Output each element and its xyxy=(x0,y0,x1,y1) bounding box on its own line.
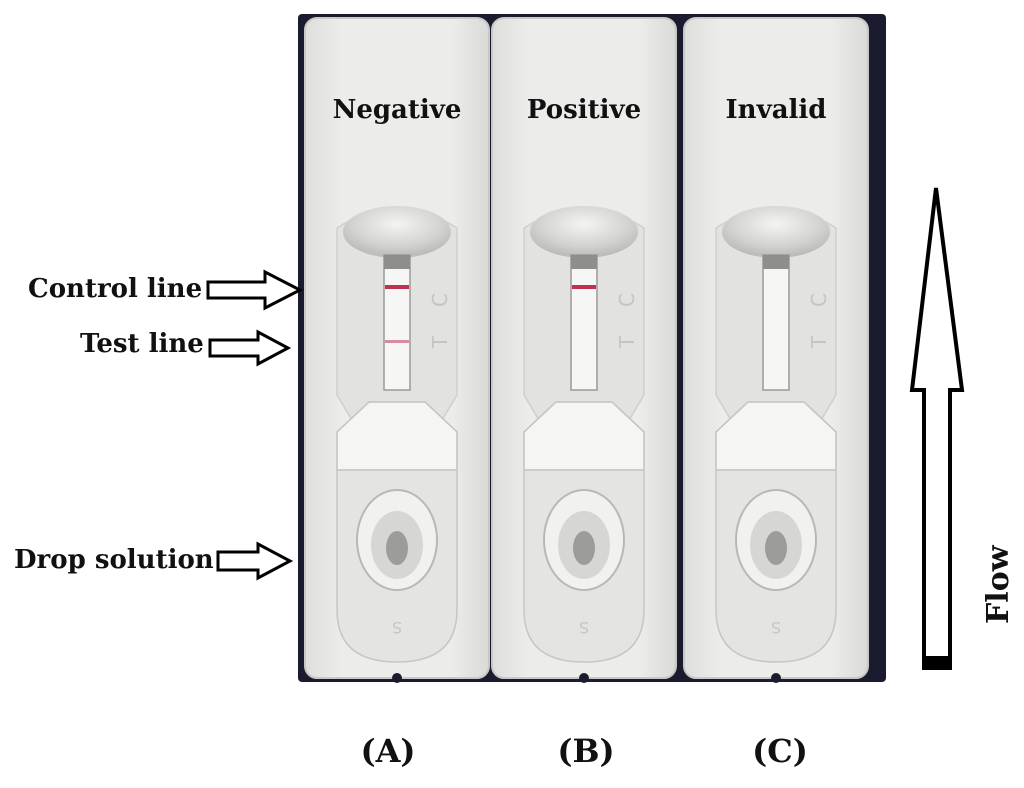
well-mark-letter: S xyxy=(579,618,589,637)
cassette-title: Positive xyxy=(527,95,641,125)
test-line-mark xyxy=(385,340,409,343)
test-mark-letter: T xyxy=(615,335,639,349)
control-mark-letter: C xyxy=(428,293,452,307)
control-line-mark xyxy=(385,285,409,289)
drop-solution-label: Drop solution xyxy=(14,545,214,575)
well-mark-letter: S xyxy=(392,618,402,637)
cassette-caption: (B) xyxy=(557,732,614,770)
window-top-shadow xyxy=(571,255,597,269)
cassette-notch xyxy=(771,673,781,683)
window-top-shadow xyxy=(763,255,789,269)
drop-solution-arrow xyxy=(216,541,294,581)
test-line-label: Test line xyxy=(80,329,204,359)
callout-drop-solution: Drop solution xyxy=(14,541,294,581)
well-mark-letter: S xyxy=(771,618,781,637)
callout-control-line: Control line xyxy=(28,269,304,311)
control-mark-letter: C xyxy=(615,293,639,307)
result-window xyxy=(762,254,790,391)
window-top-shadow xyxy=(384,255,410,269)
sample-hole xyxy=(765,531,787,565)
sample-hole xyxy=(573,531,595,565)
cassette-caption: (A) xyxy=(360,732,415,770)
control-line-arrow xyxy=(206,269,304,311)
cassette-notch xyxy=(579,673,589,683)
cassette-notch xyxy=(392,673,402,683)
upper-cup xyxy=(722,206,830,258)
control-mark-letter: C xyxy=(807,293,831,307)
cassette-title: Negative xyxy=(333,95,462,125)
test-mark-letter: T xyxy=(428,335,452,349)
cassette-title: Invalid xyxy=(726,95,827,125)
control-line-label: Control line xyxy=(28,274,202,304)
result-window xyxy=(383,254,411,391)
flow-arrow: Flow xyxy=(909,187,1016,670)
upper-cup xyxy=(343,206,451,258)
flow-arrow-shape xyxy=(909,187,965,670)
test-mark-letter: T xyxy=(807,335,831,349)
control-line-mark xyxy=(572,285,596,289)
flow-label: Flow xyxy=(981,544,1016,624)
upper-cup xyxy=(530,206,638,258)
test-line-arrow xyxy=(208,329,292,367)
sample-hole xyxy=(386,531,408,565)
callout-test-line: Test line xyxy=(80,329,292,367)
flow-arrow-base xyxy=(924,656,950,668)
result-window xyxy=(570,254,598,391)
cassette-caption: (C) xyxy=(752,732,808,770)
